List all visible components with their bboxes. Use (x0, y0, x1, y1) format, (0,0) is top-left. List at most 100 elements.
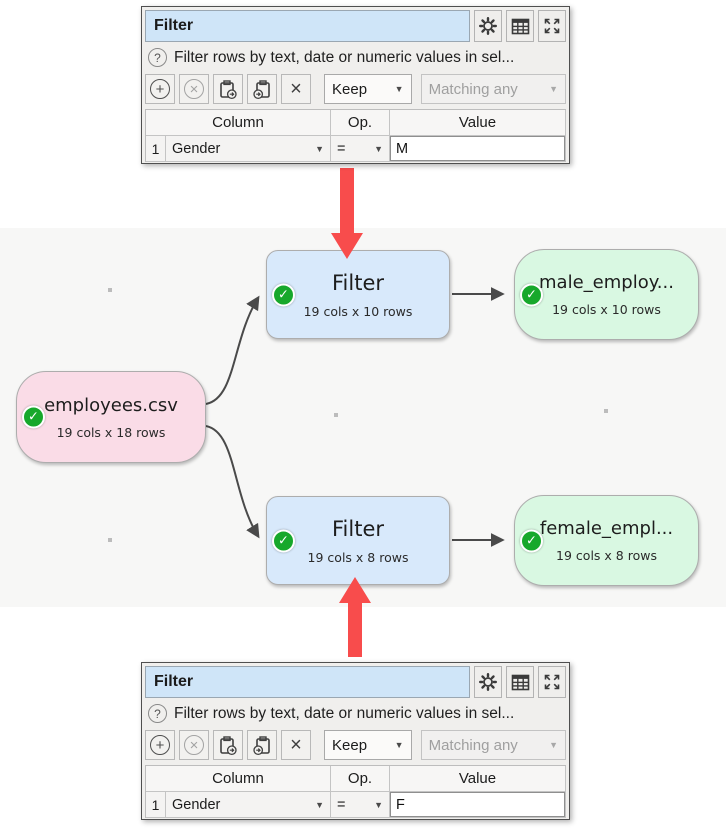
matching-dropdown: Matching any ▼ (420, 74, 566, 104)
matching-dropdown-value: Matching any (428, 80, 518, 98)
node-filter-female[interactable]: ✓ Filter 19 cols x 8 rows (266, 496, 450, 585)
panel-toolbar: + × (145, 729, 566, 761)
expand-button[interactable] (538, 10, 566, 42)
node-dimensions: 19 cols x 10 rows (303, 303, 413, 319)
chevron-down-icon: ▼ (374, 143, 383, 154)
paste-criteria-button[interactable] (213, 74, 243, 104)
node-label: Filter (331, 270, 384, 295)
chevron-down-icon: ▼ (549, 740, 558, 750)
arrow-paste-icon (253, 79, 270, 99)
matching-dropdown-value: Matching any (428, 736, 518, 754)
value-cell (390, 792, 566, 818)
gear-icon (479, 673, 497, 691)
delete-criteria-button[interactable]: × (281, 730, 311, 760)
node-male-employees-output[interactable]: ✓ male_employ... 19 cols x 10 rows (514, 249, 699, 340)
plus-circle-icon: + (150, 79, 170, 99)
op-dropdown-value: = (337, 140, 346, 157)
remove-criterion-button: × (179, 74, 209, 104)
op-dropdown[interactable]: = ▼ (331, 792, 390, 818)
keep-remove-dropdown[interactable]: Keep ▼ (324, 74, 412, 104)
column-header: Column (146, 766, 331, 792)
expand-button[interactable] (538, 666, 566, 698)
table-icon (511, 18, 529, 34)
help-icon[interactable]: ? (148, 704, 167, 723)
remove-criterion-button: × (179, 730, 209, 760)
node-label: female_empl... (539, 518, 674, 539)
settings-gear-button[interactable] (474, 666, 502, 698)
copy-criteria-button[interactable] (247, 730, 277, 760)
value-input[interactable] (390, 792, 565, 817)
keep-dropdown-value: Keep (332, 80, 368, 98)
delete-criteria-button[interactable]: × (281, 74, 311, 104)
node-female-employees-output[interactable]: ✓ female_empl... 19 cols x 8 rows (514, 495, 699, 586)
gear-icon (479, 17, 497, 35)
transform-name-input[interactable] (145, 666, 470, 698)
criteria-table: Column Op. Value 1 Gender ▼ = ▼ (145, 109, 566, 162)
node-label: employees.csv (44, 394, 178, 416)
transform-name-input[interactable] (145, 10, 470, 42)
paste-criteria-button[interactable] (213, 730, 243, 760)
node-label: Filter (331, 516, 384, 541)
value-header: Value (390, 110, 566, 136)
plus-circle-icon: + (150, 735, 170, 755)
help-icon[interactable]: ? (148, 48, 167, 67)
panel-toolbar: + × (145, 73, 566, 105)
op-header: Op. (331, 110, 390, 136)
criteria-table: Column Op. Value 1 Gender ▼ = ▼ (145, 765, 566, 818)
column-dropdown[interactable]: Gender ▼ (166, 136, 331, 162)
panel-help-row: ? Filter rows by text, date or numeric v… (145, 44, 566, 71)
value-header: Value (390, 766, 566, 792)
column-header: Column (146, 110, 331, 136)
row-number[interactable]: 1 (146, 792, 166, 818)
add-criterion-button[interactable]: + (145, 74, 175, 104)
copy-criteria-button[interactable] (247, 74, 277, 104)
row-number[interactable]: 1 (146, 136, 166, 162)
keep-remove-dropdown[interactable]: Keep ▼ (324, 730, 412, 760)
chevron-down-icon: ▼ (374, 799, 383, 810)
node-dimensions: 19 cols x 8 rows (307, 549, 409, 565)
expand-icon (544, 18, 560, 34)
filter-panel-bottom: ? Filter rows by text, date or numeric v… (141, 662, 570, 820)
op-dropdown[interactable]: = ▼ (331, 136, 390, 162)
paste-arrow-icon (220, 735, 237, 755)
settings-gear-button[interactable] (474, 10, 502, 42)
node-dimensions: 19 cols x 8 rows (556, 548, 657, 563)
column-dropdown-value: Gender (172, 796, 221, 813)
x-icon: × (290, 78, 302, 100)
grid-dot (604, 409, 608, 413)
show-table-button[interactable] (506, 666, 534, 698)
node-employees-csv[interactable]: ✓ employees.csv 19 cols x 18 rows (16, 371, 206, 463)
paste-arrow-icon (220, 79, 237, 99)
value-cell (390, 136, 566, 162)
x-icon: × (290, 734, 302, 756)
criteria-table-header: Column Op. Value (146, 110, 566, 136)
criteria-table-header: Column Op. Value (146, 766, 566, 792)
x-circle-icon: × (184, 735, 204, 755)
op-dropdown-value: = (337, 796, 346, 813)
arrow-paste-icon (253, 735, 270, 755)
criteria-row: 1 Gender ▼ = ▼ (146, 136, 566, 162)
node-dimensions: 19 cols x 10 rows (552, 302, 661, 317)
node-label: male_employ... (539, 272, 674, 293)
filter-panel-top: ? Filter rows by text, date or numeric v… (141, 6, 570, 164)
add-criterion-button[interactable]: + (145, 730, 175, 760)
check-icon: ✓ (272, 283, 295, 306)
grid-dot (334, 413, 338, 417)
check-icon: ✓ (520, 529, 543, 552)
expand-icon (544, 674, 560, 690)
help-text: Filter rows by text, date or numeric val… (174, 48, 515, 66)
grid-dot (108, 288, 112, 292)
x-circle-icon: × (184, 79, 204, 99)
column-dropdown[interactable]: Gender ▼ (166, 792, 331, 818)
op-header: Op. (331, 766, 390, 792)
keep-dropdown-value: Keep (332, 736, 368, 754)
check-icon: ✓ (22, 405, 45, 429)
node-filter-male[interactable]: ✓ Filter 19 cols x 10 rows (266, 250, 450, 339)
column-dropdown-value: Gender (172, 140, 221, 157)
panel-help-row: ? Filter rows by text, date or numeric v… (145, 700, 566, 727)
chevron-down-icon: ▼ (315, 799, 324, 810)
value-input[interactable] (390, 136, 565, 161)
matching-dropdown: Matching any ▼ (420, 730, 566, 760)
show-table-button[interactable] (506, 10, 534, 42)
